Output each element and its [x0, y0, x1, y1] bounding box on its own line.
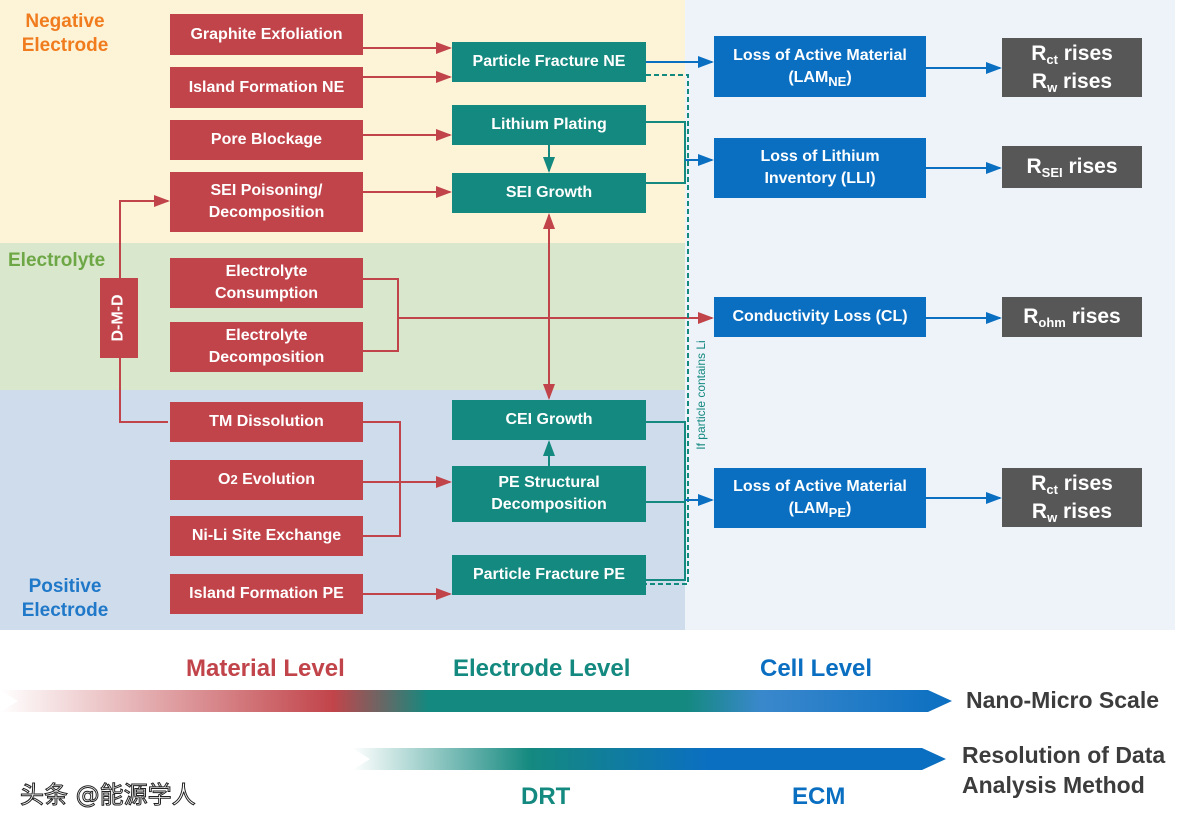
rises: rises	[1057, 41, 1113, 65]
mechanism-pore-blockage: Pore Blockage	[170, 120, 363, 160]
lam-pe-suffix: )	[846, 500, 852, 517]
scale-resolution-line1: Resolution of Data	[962, 742, 1166, 768]
rises: rises	[1057, 499, 1113, 523]
effect-rct-rw-pe: Rct rises Rw rises	[1002, 468, 1142, 527]
lam-pe-subscript: PE	[828, 505, 846, 520]
effect-rct-rw-ne: Rct rises Rw rises	[1002, 38, 1142, 97]
o2-suffix: Evolution	[237, 471, 315, 488]
effect-rsei-line: RSEI rises	[1026, 153, 1117, 181]
sub: w	[1047, 509, 1058, 525]
mechanism-island-formation-pe: Island Formation PE	[170, 574, 363, 614]
effect-rsei: RSEI rises	[1002, 146, 1142, 188]
rises: rises	[1057, 471, 1113, 495]
lam-ne-subscript: NE	[828, 73, 847, 89]
mechanism-pe-structural-decomposition: PE Structural Decomposition	[452, 466, 646, 522]
effect-rohm: Rohm rises	[1002, 297, 1142, 337]
r: R	[1026, 155, 1042, 178]
lam-ne-main: Loss of Active Material	[733, 46, 907, 64]
mechanism-cei-growth: CEI Growth	[452, 400, 646, 440]
lam-ne-suffix: )	[846, 68, 852, 86]
rises: rises	[1062, 155, 1118, 178]
method-drt: DRT	[521, 783, 571, 810]
sub: ohm	[1038, 315, 1066, 330]
mechanism-electrolyte-consumption: Electrolyte Consumption	[170, 258, 363, 308]
zone-label-positive: Positive Electrode	[21, 576, 109, 621]
o2-prefix: O	[217, 471, 231, 488]
watermark: 头条 @能源学人	[20, 781, 197, 810]
r: R	[1023, 305, 1039, 328]
lam-ne-prefix: (LAM	[788, 68, 829, 86]
mode-cl: Conductivity Loss (CL)	[714, 297, 926, 337]
scale-nano-micro: Nano-Micro Scale	[966, 687, 1159, 713]
effect-rohm-line: Rohm rises	[1023, 303, 1121, 331]
mechanism-tm-dissolution: TM Dissolution	[170, 402, 363, 442]
effect-rw: Rw rises	[1032, 498, 1112, 526]
rises: rises	[1065, 305, 1121, 328]
mechanism-particle-fracture-pe: Particle Fracture PE	[452, 555, 646, 595]
level-material: Material Level	[186, 655, 345, 682]
effect-rw: Rw rises	[1032, 68, 1112, 96]
mechanism-ni-li-site-exchange: Ni-Li Site Exchange	[170, 516, 363, 556]
scale-arrow-resolution	[352, 748, 946, 770]
zone-label-negative: Negative Electrode	[21, 11, 109, 56]
rises: rises	[1057, 69, 1113, 93]
mechanism-particle-fracture-ne: Particle Fracture NE	[452, 42, 646, 82]
lam-ne-sub: (LAMNE)	[788, 67, 851, 89]
sub: SEI	[1041, 165, 1063, 180]
effect-rct: Rct rises	[1031, 470, 1113, 498]
dmd-label: D-M-D	[100, 278, 138, 358]
method-ecm: ECM	[792, 783, 846, 810]
mode-lli: Loss of Lithium Inventory (LLI)	[714, 138, 926, 198]
lam-pe-prefix: (LAM	[788, 500, 829, 517]
mechanism-sei-poisoning: SEI Poisoning/ Decomposition	[170, 172, 363, 232]
r: R	[1031, 69, 1048, 93]
r: R	[1031, 41, 1047, 65]
scale-arrow-nano-micro	[0, 690, 952, 712]
mechanism-island-formation-ne: Island Formation NE	[170, 67, 363, 108]
mechanism-graphite-exfoliation: Graphite Exfoliation	[170, 14, 363, 55]
dmd-text: D-M-D	[110, 294, 127, 342]
r: R	[1031, 471, 1047, 495]
mode-lam-pe: Loss of Active Material (LAMPE)	[714, 468, 926, 528]
mode-lam-ne: Loss of Active Material (LAMNE)	[714, 36, 926, 97]
lam-pe-sub: (LAMPE)	[789, 498, 852, 520]
dashed-note: If particle contains Li	[694, 340, 708, 450]
mechanism-electrolyte-decomposition: Electrolyte Decomposition	[170, 322, 363, 372]
sub: ct	[1046, 51, 1058, 67]
sub: ct	[1046, 481, 1058, 497]
scale-resolution-line2: Analysis Method	[962, 772, 1145, 798]
level-cell: Cell Level	[760, 655, 873, 682]
mechanism-lithium-plating: Lithium Plating	[452, 105, 646, 145]
mechanism-sei-growth: SEI Growth	[452, 173, 646, 213]
scale-resolution: Resolution of Data Analysis Method	[962, 740, 1165, 800]
effect-rct: Rct rises	[1031, 40, 1113, 68]
zone-label-electrolyte: Electrolyte	[8, 250, 106, 271]
lam-pe-main: Loss of Active Material	[733, 478, 907, 495]
level-electrode: Electrode Level	[453, 655, 631, 682]
o2-sub: 2	[230, 472, 238, 487]
sub: w	[1047, 79, 1058, 95]
r: R	[1031, 499, 1048, 523]
